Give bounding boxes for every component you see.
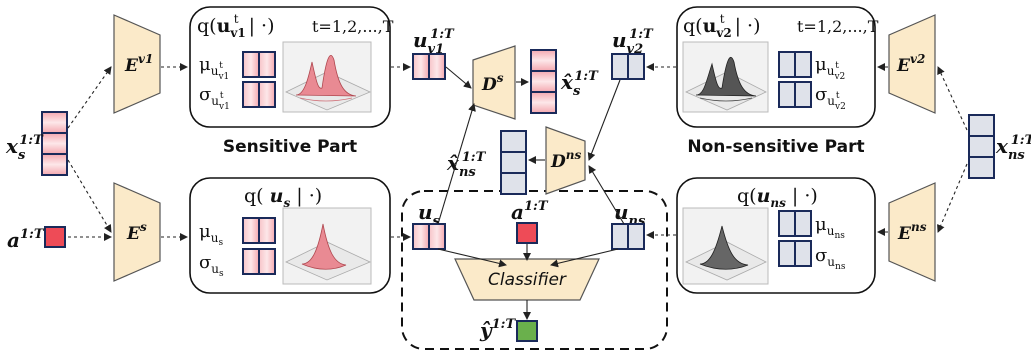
sigma-uv2-cells: [778, 81, 812, 108]
y-hat-label: ŷ1:T: [479, 317, 516, 342]
mu-uv2-label: μuv2t: [815, 54, 845, 82]
density-plot-sens-view: [282, 41, 372, 113]
mu-us-label: μus: [199, 221, 223, 248]
xs-hat-label: x̂s1:T: [560, 69, 599, 99]
uv2-cells: [611, 53, 645, 80]
t-range-right: t=1,2,...,T: [797, 17, 879, 36]
attribute-box-center: [516, 222, 538, 244]
us-label: us: [418, 200, 441, 229]
uv2-label: uv21:T: [612, 27, 654, 57]
q-us-label: q( us | ·): [244, 185, 322, 210]
xs-input-stack: [41, 111, 68, 176]
a-input-label: a1:T: [7, 227, 45, 252]
xs-hat-stack: [530, 49, 557, 114]
encoder-ev2: Ev2: [888, 14, 936, 114]
sigma-us-label: σus: [199, 252, 224, 279]
uns-cells: [611, 223, 645, 250]
xns-hat-stack: [500, 130, 527, 195]
mu-uv2-cells: [778, 51, 812, 78]
a-center-label: a1:T: [511, 199, 549, 224]
mu-uns-label: μuns: [815, 214, 845, 241]
uv1-cells: [412, 53, 446, 80]
decoder-dns: Dns: [545, 126, 586, 195]
mu-uv1-cells: [242, 51, 276, 78]
svg-text:Ev2: Ev2: [896, 52, 925, 76]
xns-label: xns1:T: [995, 133, 1031, 163]
solid-flows: [437, 66, 625, 320]
xns-hat-label: x̂ns1:T: [446, 150, 487, 180]
sensitive-part-label: Sensitive Part: [223, 137, 357, 157]
svg-text:Ens: Ens: [897, 220, 927, 244]
svg-text:Es: Es: [126, 220, 147, 244]
xs-label: xs1:T: [5, 133, 44, 163]
us-cells: [412, 223, 446, 250]
classifier-label: Classifier: [488, 270, 567, 290]
output-box: [516, 320, 538, 342]
density-plot-nonsens-shared: [682, 207, 769, 285]
encoder-ens: Ens: [888, 182, 936, 282]
mu-uns-cells: [778, 210, 812, 237]
svg-text:Ev1: Ev1: [124, 52, 153, 76]
density-plot-nonsens-view: [682, 41, 769, 113]
density-plot-sens-shared: [282, 207, 372, 285]
mu-uv1-label: μuv1t: [199, 54, 229, 82]
q-uv1-label: q(uv1t | ·): [197, 12, 275, 40]
q-uns-label: q(uns | ·): [737, 185, 818, 210]
sigma-us-cells: [242, 248, 276, 275]
sigma-uns-label: σuns: [815, 245, 846, 272]
svg-text:Dns: Dns: [550, 148, 581, 172]
decoder-ds: Ds: [472, 45, 516, 120]
q-uv2-label: q(uv2t | ·): [683, 12, 761, 40]
sigma-uv1-label: σuv1t: [199, 84, 230, 112]
classifier-block: [454, 258, 600, 301]
xns-input-stack: [968, 114, 995, 179]
sigma-uns-cells: [778, 240, 812, 267]
t-range-left: t=1,2,...,T: [312, 17, 394, 36]
uv1-label: uv11:T: [413, 27, 455, 57]
sigma-uv1-cells: [242, 81, 276, 108]
mu-us-cells: [242, 217, 276, 244]
nonsensitive-part-label: Non-sensitive Part: [687, 137, 864, 157]
svg-text:Ds: Ds: [481, 71, 504, 95]
encoder-es: Es: [113, 182, 161, 282]
sigma-uv2-label: σuv2t: [815, 84, 846, 112]
shared-latent-region: [401, 190, 668, 350]
attribute-box-input: [44, 226, 66, 248]
dashed-flows: [67, 63, 968, 241]
encoder-ev1: Ev1: [113, 14, 161, 114]
